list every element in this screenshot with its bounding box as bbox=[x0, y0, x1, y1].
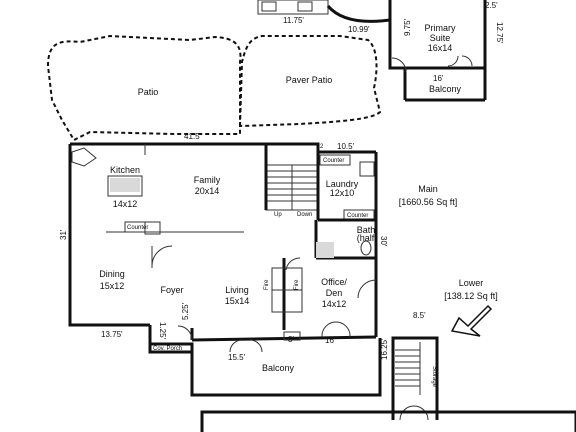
office-name-line2: Den bbox=[326, 288, 343, 298]
laundry-counter-top bbox=[319, 154, 351, 166]
living-name: Living bbox=[225, 285, 249, 295]
office-size: 14x12 bbox=[322, 299, 347, 309]
curved-wall bbox=[326, 4, 391, 23]
primary-suite-line2: Suite bbox=[430, 33, 451, 43]
dim-3: 3' bbox=[288, 335, 294, 344]
lower-stair-treads bbox=[395, 342, 421, 395]
bath-sub: (half) bbox=[357, 233, 378, 243]
level-main-area: [1660.56 Sq ft] bbox=[399, 197, 458, 207]
arrow-icon bbox=[450, 304, 493, 337]
dim-13-75: 13.75' bbox=[101, 330, 123, 339]
dim-10-5: 10.5' bbox=[337, 142, 355, 151]
dim-16-25: 16.25' bbox=[380, 338, 389, 360]
bath-name: Bath bbox=[357, 225, 376, 235]
dining-name: Dining bbox=[99, 269, 125, 279]
patio-outline bbox=[46, 34, 242, 142]
dim-1-25: 1.25' bbox=[158, 322, 167, 340]
primary-suite-size: 16x14 bbox=[428, 43, 453, 53]
balcony-lower-name: Balcony bbox=[262, 363, 295, 373]
sink-right bbox=[297, 1, 313, 12]
door-swing bbox=[461, 55, 473, 67]
toilet bbox=[360, 240, 372, 256]
laundry-name: Laundry bbox=[326, 179, 359, 189]
dim-41-5: 41.5' bbox=[184, 132, 202, 141]
dining-size: 15x12 bbox=[100, 281, 125, 291]
stair-up-label: Up bbox=[274, 212, 282, 218]
main-level-walls bbox=[68, 142, 378, 353]
paver-patio-outline bbox=[238, 35, 382, 128]
balcony-lower-walls bbox=[190, 338, 382, 397]
dim-2: 2 bbox=[320, 144, 324, 150]
kitchen-island bbox=[107, 175, 143, 197]
refrigerator bbox=[144, 221, 161, 235]
fire-right-label: Fire bbox=[294, 279, 300, 290]
stair-down-label: Down bbox=[297, 212, 312, 218]
primary-suite-name: Primary bbox=[425, 23, 456, 33]
corner-cabinet bbox=[71, 147, 97, 167]
dim-2-5: 2.5' bbox=[485, 1, 498, 10]
dim-5-25: 5.25' bbox=[181, 302, 190, 320]
cov-porch-name: Cov. Porch bbox=[153, 346, 182, 352]
sink-left bbox=[261, 1, 277, 12]
balcony-upper-name: Balcony bbox=[429, 84, 462, 94]
fire-left-label: Fire bbox=[264, 279, 270, 290]
dim-31: 31' bbox=[59, 229, 68, 240]
dim-16-office: 16' bbox=[325, 336, 336, 345]
laundry-size: 12x10 bbox=[330, 188, 355, 198]
primary-suite-walls bbox=[388, 0, 487, 70]
family-size: 20x14 bbox=[195, 186, 220, 196]
family-name: Family bbox=[194, 175, 221, 185]
dim-16-balcony: 16' bbox=[433, 74, 444, 83]
closet bbox=[283, 331, 301, 341]
dim-30: 30' bbox=[379, 236, 388, 247]
foyer-name: Foyer bbox=[160, 285, 183, 295]
patio-name: Patio bbox=[138, 87, 159, 97]
kitchen-name: Kitchen bbox=[110, 165, 140, 175]
level-lower-name: Lower bbox=[459, 278, 484, 288]
dim-8-5: 8.5' bbox=[413, 311, 426, 320]
kitchen-counter-label: Counter bbox=[127, 225, 148, 231]
living-size: 15x14 bbox=[225, 296, 250, 306]
level-lower-area: [138.12 Sq ft] bbox=[444, 291, 498, 301]
lower-stair-walls bbox=[391, 336, 439, 420]
range bbox=[110, 178, 140, 192]
dim-11-75: 11.75' bbox=[283, 16, 304, 25]
office-name-line1: Office/ bbox=[321, 277, 347, 287]
stair-treads bbox=[266, 165, 318, 210]
lower-structure bbox=[200, 410, 576, 432]
door-swing bbox=[391, 57, 407, 73]
storage-name: Storage bbox=[431, 366, 437, 388]
paver-patio-name: Paver Patio bbox=[286, 75, 333, 85]
primary-suite-line1: Primary bbox=[425, 23, 456, 33]
bath-vanity bbox=[316, 242, 334, 258]
laundry-counter-bottom-label: Counter bbox=[347, 213, 368, 219]
primary-suite-wing bbox=[257, 0, 487, 102]
level-main-name: Main bbox=[418, 184, 438, 194]
dim-15-5: 15.5' bbox=[228, 353, 246, 362]
dim-12-75: 12.75' bbox=[495, 22, 504, 44]
door-swing bbox=[447, 55, 459, 67]
kitchen-size: 14x12 bbox=[113, 199, 138, 209]
dim-10-99: 10.99' bbox=[348, 25, 370, 34]
laundry-counter-top-label: Counter bbox=[323, 158, 344, 164]
washer bbox=[359, 161, 375, 177]
dim-9-75: 9.75' bbox=[403, 18, 412, 36]
